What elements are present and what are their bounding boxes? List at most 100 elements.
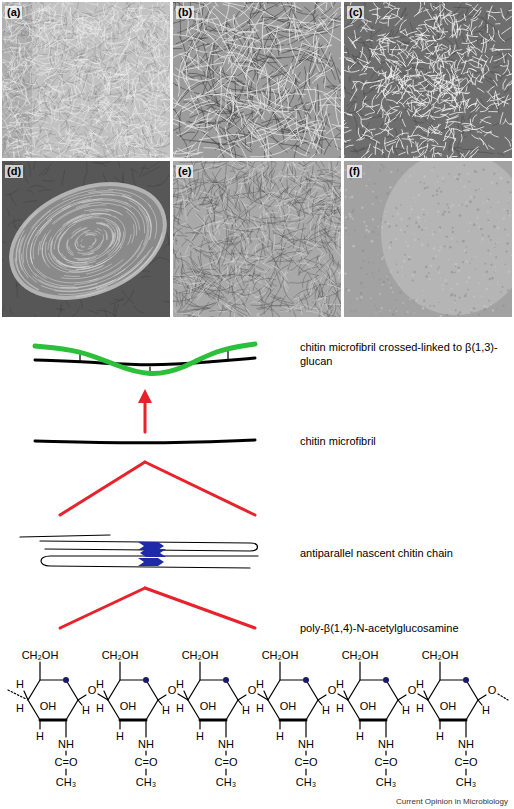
micrograph-image xyxy=(173,2,341,158)
texture-fiber xyxy=(61,99,70,102)
texture-fiber xyxy=(24,47,26,55)
texture-fiber xyxy=(131,156,144,158)
texture-fiber xyxy=(21,119,28,123)
texture-fiber xyxy=(68,128,70,142)
texture-fiber xyxy=(184,62,225,70)
texture-fiber xyxy=(302,154,315,158)
texture-fiber xyxy=(20,143,34,147)
texture-fiber xyxy=(193,18,210,20)
texture-fiber xyxy=(400,14,409,18)
texture-fiber xyxy=(56,156,74,158)
texture-fiber xyxy=(119,49,126,68)
texture-fiber xyxy=(145,83,162,87)
texture-fiber xyxy=(55,48,65,51)
texture-fiber xyxy=(286,2,294,3)
texture-fiber xyxy=(209,137,243,157)
texture-fiber xyxy=(37,74,44,75)
texture-fiber xyxy=(118,22,119,33)
texture-fiber xyxy=(101,19,103,25)
texture-fiber xyxy=(238,2,267,4)
texture-fiber xyxy=(158,2,163,6)
texture-fiber xyxy=(339,58,341,69)
texture-fiber xyxy=(107,120,121,122)
texture-fiber xyxy=(180,132,195,137)
texture-fiber xyxy=(41,87,50,93)
texture-fiber xyxy=(252,7,274,18)
texture-fiber xyxy=(10,88,26,92)
texture-fiber xyxy=(17,38,18,56)
texture-fiber xyxy=(65,83,81,92)
texture-fiber xyxy=(131,113,145,115)
texture-fiber xyxy=(166,2,170,8)
texture-fiber xyxy=(124,79,139,86)
texture-fiber xyxy=(100,50,107,54)
texture-fiber xyxy=(164,102,170,113)
texture-fiber xyxy=(44,27,55,31)
texture-fiber xyxy=(112,46,123,49)
texture-fiber xyxy=(73,139,83,148)
texture-fiber xyxy=(2,59,6,60)
texture-fiber xyxy=(119,147,126,158)
texture-fiber xyxy=(24,4,32,7)
texture-fiber xyxy=(222,20,249,36)
texture-fiber xyxy=(65,111,76,114)
texture-fiber xyxy=(91,154,102,158)
texture-fiber xyxy=(252,94,261,120)
texture-fiber xyxy=(93,56,102,58)
texture-fiber xyxy=(18,41,32,52)
texture-fiber xyxy=(156,94,162,97)
texture-fiber xyxy=(132,143,135,157)
texture-fiber xyxy=(112,8,118,12)
texture-fiber xyxy=(158,66,160,82)
texture-fiber xyxy=(148,41,156,42)
texture-fiber xyxy=(105,142,115,158)
texture-fiber xyxy=(34,55,41,58)
texture-fiber xyxy=(29,33,32,41)
texture-fiber xyxy=(54,106,57,119)
texture-fiber xyxy=(17,139,20,158)
texture-fiber xyxy=(45,130,48,140)
texture-fiber xyxy=(265,24,279,55)
texture-fiber xyxy=(114,131,123,150)
texture-fiber xyxy=(133,8,141,22)
texture-fiber xyxy=(2,55,10,71)
texture-fiber xyxy=(233,78,246,86)
texture-fiber xyxy=(278,75,282,98)
texture-fiber xyxy=(335,92,339,127)
texture-fiber xyxy=(151,65,154,79)
texture-fiber xyxy=(278,144,298,147)
texture-fiber xyxy=(307,87,320,128)
texture-fiber xyxy=(131,58,142,65)
texture-fiber xyxy=(127,35,138,39)
texture-fiber xyxy=(173,52,187,66)
texture-fiber xyxy=(158,10,167,17)
texture-fiber xyxy=(69,64,87,66)
texture-fiber xyxy=(250,148,290,157)
texture-fiber xyxy=(12,152,14,158)
texture-fiber xyxy=(84,107,93,123)
texture-fiber xyxy=(160,27,170,35)
texture-fiber xyxy=(315,105,328,133)
texture-fiber xyxy=(135,92,150,99)
texture-fiber xyxy=(139,51,144,57)
texture-fiber xyxy=(102,143,114,146)
texture-fiber xyxy=(68,133,81,141)
texture-fiber xyxy=(65,52,72,56)
texture-fiber xyxy=(58,46,73,55)
texture-fiber xyxy=(134,141,142,152)
texture-fiber xyxy=(269,156,278,158)
texture-fiber xyxy=(156,2,158,6)
texture-fiber xyxy=(47,140,65,144)
texture-fiber xyxy=(103,7,107,17)
texture-fiber xyxy=(259,56,288,78)
texture-fiber xyxy=(49,8,51,24)
texture-fiber xyxy=(244,11,265,50)
texture-fiber xyxy=(304,89,339,105)
texture-fiber xyxy=(45,22,59,24)
texture-fiber xyxy=(149,38,159,48)
texture-fiber xyxy=(216,101,232,130)
texture-fiber xyxy=(316,2,341,4)
texture-fiber xyxy=(187,28,198,70)
texture-fiber xyxy=(66,30,78,41)
texture-fiber xyxy=(244,114,261,142)
